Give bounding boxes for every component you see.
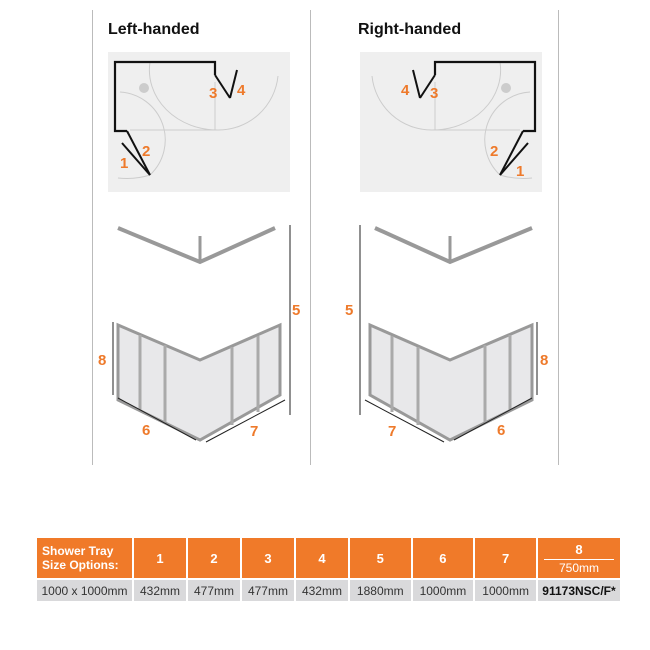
label-2: 2 bbox=[490, 143, 498, 160]
col-8-sub: 750mm bbox=[544, 558, 614, 575]
divider-center bbox=[310, 10, 311, 465]
col-header-2: 2 bbox=[187, 538, 240, 578]
cell-product-code: 91173NSC/F* bbox=[538, 580, 620, 601]
right-enclosure-diagram bbox=[359, 225, 538, 443]
right-plan-diagram bbox=[360, 52, 542, 192]
label-6: 6 bbox=[497, 422, 505, 439]
label-5: 5 bbox=[292, 302, 300, 319]
label-7: 7 bbox=[388, 423, 396, 440]
label-7: 7 bbox=[250, 423, 258, 440]
col-header-4: 4 bbox=[295, 538, 348, 578]
left-enclosure-diagram: 5 8 6 7 bbox=[98, 225, 300, 443]
table-row: 1000 x 1000mm 432mm 477mm 477mm 432mm 18… bbox=[37, 580, 620, 601]
cell: 1880mm bbox=[349, 580, 411, 601]
cell: 1000mm bbox=[412, 580, 474, 601]
label-4: 4 bbox=[401, 82, 410, 99]
right-handed-title: Right-handed bbox=[358, 21, 462, 38]
label-4: 4 bbox=[237, 82, 246, 99]
cell: 432mm bbox=[295, 580, 348, 601]
cell: 477mm bbox=[187, 580, 240, 601]
divider-left bbox=[92, 10, 93, 465]
cell: 432mm bbox=[134, 580, 186, 601]
label-6: 6 bbox=[142, 422, 150, 439]
label-2: 2 bbox=[142, 143, 150, 160]
label-3: 3 bbox=[430, 85, 438, 102]
size-options-table: Shower Tray Size Options: 1 2 3 4 5 6 7 … bbox=[35, 536, 622, 603]
left-plan-diagram: 1 2 3 4 bbox=[108, 52, 290, 192]
label-1: 1 bbox=[516, 163, 524, 180]
shower-diagrams: 1 2 3 4 1 2 3 4 5 8 6 7 5 8 6 7 bbox=[98, 52, 548, 443]
col-header-6: 6 bbox=[412, 538, 474, 578]
col-header-1: 1 bbox=[134, 538, 186, 578]
label-8: 8 bbox=[98, 352, 106, 369]
cell-tray-size: 1000 x 1000mm bbox=[37, 580, 132, 601]
divider-right bbox=[558, 10, 559, 465]
label-5: 5 bbox=[345, 302, 353, 319]
label-3: 3 bbox=[209, 85, 217, 102]
header-row: Shower Tray Size Options: 1 2 3 4 5 6 7 … bbox=[37, 538, 620, 578]
col-header-3: 3 bbox=[241, 538, 294, 578]
label-8: 8 bbox=[540, 352, 548, 369]
header-label: Shower Tray Size Options: bbox=[37, 538, 132, 578]
label-1: 1 bbox=[120, 155, 128, 172]
cell: 477mm bbox=[241, 580, 294, 601]
col-8-number: 8 bbox=[575, 541, 583, 557]
left-handed-title: Left-handed bbox=[108, 21, 200, 38]
cell: 1000mm bbox=[475, 580, 536, 601]
col-header-7: 7 bbox=[475, 538, 536, 578]
col-header-5: 5 bbox=[349, 538, 411, 578]
